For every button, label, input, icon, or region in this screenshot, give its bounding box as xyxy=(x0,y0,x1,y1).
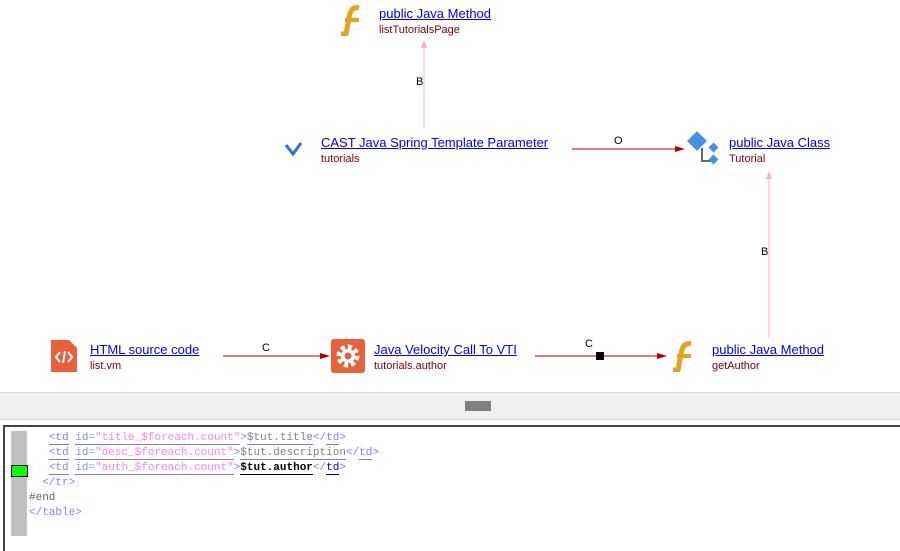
code-line: </table> xyxy=(29,507,82,519)
node-title[interactable]: Java Velocity Call To VTI xyxy=(374,342,517,357)
code-line: </tr> xyxy=(29,477,76,489)
node-subtitle: list.vm xyxy=(90,360,122,372)
node-title[interactable]: public Java Method xyxy=(712,342,825,357)
editor-gutter xyxy=(11,431,27,536)
node-title[interactable]: HTML source code xyxy=(90,342,200,357)
node-subtitle: Tutorial xyxy=(729,153,766,165)
java-method-icon xyxy=(341,5,360,36)
java-class-icon xyxy=(687,131,719,165)
edge-label: C xyxy=(585,338,593,350)
java-method-icon xyxy=(673,341,692,372)
code-line: #end xyxy=(29,492,56,504)
edge-label: B xyxy=(416,76,424,88)
code-line-highlighted: <td id="auth_$foreach.count">$tut.author… xyxy=(48,462,346,475)
node-subtitle: getAuthor xyxy=(712,360,760,372)
gear-icon xyxy=(331,339,365,373)
code-line: <td id="desc_$foreach.count">$tut.descri… xyxy=(48,447,379,460)
node-title[interactable]: CAST Java Spring Template Parameter xyxy=(321,135,549,150)
edge-label: C xyxy=(262,342,270,354)
code-line: <td id="title_$foreach.count">$tut.title… xyxy=(48,432,346,445)
graph-edges xyxy=(223,40,772,360)
node-title[interactable]: public Java Class xyxy=(729,135,831,150)
edge-label: B xyxy=(761,246,769,258)
html-file-icon xyxy=(51,340,77,372)
node-title[interactable]: public Java Method xyxy=(379,6,492,21)
edge-label: O xyxy=(614,135,623,147)
node-subtitle: tutorials xyxy=(321,153,360,165)
splitter-grip[interactable] xyxy=(465,401,491,411)
pane-splitter[interactable] xyxy=(0,392,900,420)
spring-parameter-icon xyxy=(284,142,303,157)
node-subtitle: tutorials.author xyxy=(374,360,447,372)
code-editor[interactable]: <td id="title_$foreach.count">$tut.title… xyxy=(3,425,900,551)
code-content: <td id="title_$foreach.count">$tut.title… xyxy=(29,431,379,521)
node-subtitle: listTutorialsPage xyxy=(379,24,460,36)
current-line-marker xyxy=(11,465,28,477)
